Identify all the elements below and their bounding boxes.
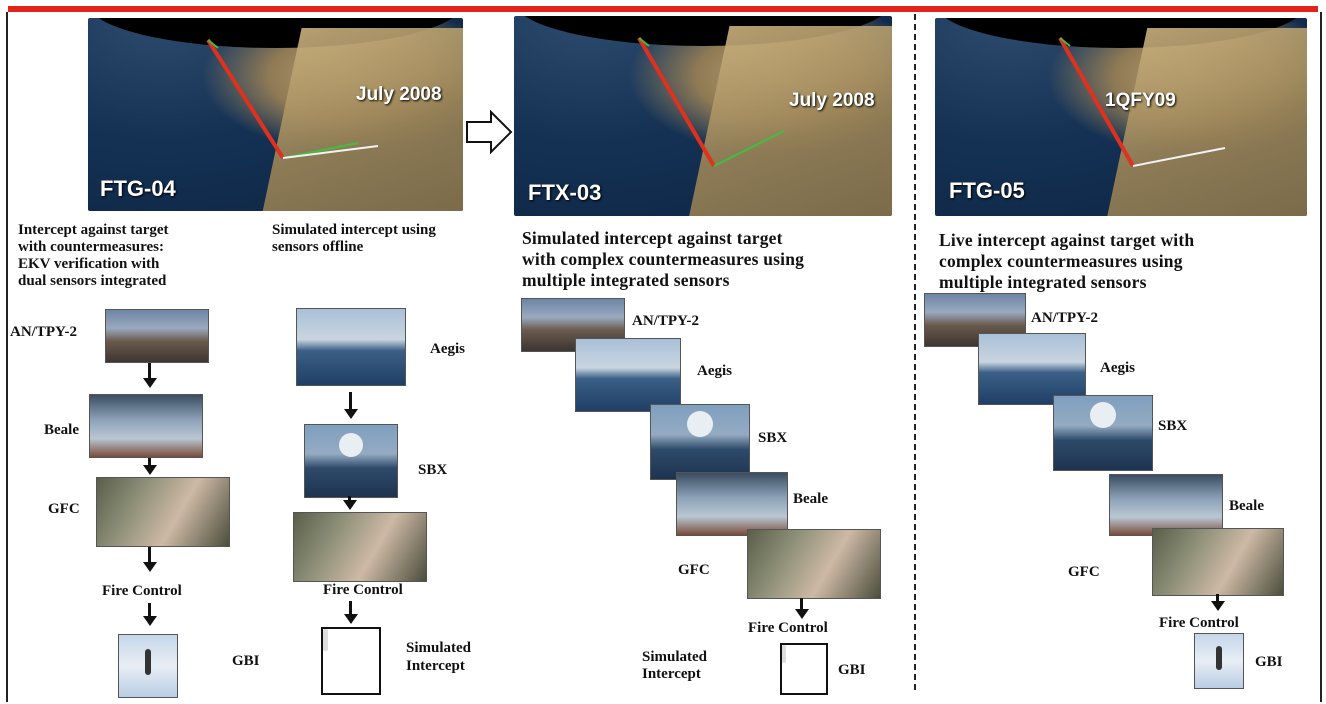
down-arrow-icon <box>143 465 157 475</box>
photo-beale <box>1109 474 1223 536</box>
map-date: July 2008 <box>356 84 442 105</box>
photo-aegis <box>296 308 406 386</box>
photo-sbx <box>650 404 750 480</box>
label-fire-control: Fire Control <box>1159 615 1239 631</box>
photo-sbx <box>1053 395 1153 471</box>
arrow-stem <box>148 458 151 466</box>
description-simulated: Simulated intercept using sensors offlin… <box>272 222 436 255</box>
label-fire-control: Fire Control <box>748 620 828 636</box>
label-an-tpy-2: AN/TPY-2 <box>1031 310 1098 326</box>
right-arrow-icon <box>466 110 513 154</box>
down-arrow-icon <box>143 562 157 572</box>
arrow-stem <box>1216 594 1219 604</box>
down-arrow-icon <box>344 614 358 624</box>
label-sbx: SBX <box>1158 418 1188 434</box>
down-arrow-icon <box>344 409 358 419</box>
description-intercept: Intercept against target with countermea… <box>18 222 169 289</box>
frame-border-left <box>6 12 8 702</box>
description-ftg-05: Live intercept against target with compl… <box>939 230 1195 292</box>
label-gbi: GBI <box>1255 654 1283 670</box>
label-an-tpy-2: AN/TPY-2 <box>632 313 699 329</box>
photo-sbx <box>304 424 398 498</box>
label-gfc: GFC <box>1068 564 1100 580</box>
label-simulated-intercept: Simulated Intercept <box>642 649 708 682</box>
arrow-stem <box>348 496 351 502</box>
label-an-tpy-2: AN/TPY-2 <box>10 324 77 340</box>
down-arrow-icon <box>143 378 157 388</box>
down-arrow-icon <box>343 500 357 510</box>
photo-aegis <box>978 333 1086 405</box>
arrow-stem <box>800 598 803 610</box>
simulated-intercept-box <box>321 627 381 695</box>
map-date: July 2008 <box>789 90 875 111</box>
label-beale: Beale <box>793 491 828 507</box>
simulated-intercept-box <box>780 643 828 695</box>
photo-gbi <box>118 634 178 698</box>
photo-gfc <box>747 529 881 599</box>
down-arrow-icon <box>1211 601 1225 611</box>
label-gbi: GBI <box>838 662 866 678</box>
top-accent-bar <box>8 6 1318 12</box>
photo-an-tpy-2 <box>105 309 209 363</box>
arrow-stem <box>349 392 352 410</box>
photo-fire-control <box>293 512 427 582</box>
arrow-stem <box>148 603 151 617</box>
label-beale: Beale <box>44 422 79 438</box>
photo-aegis <box>575 338 681 412</box>
label-sbx: SBX <box>758 430 788 446</box>
description-ftx-03: Simulated intercept against target with … <box>522 228 805 290</box>
arrow-stem <box>148 547 151 563</box>
map-label: FTG-04 <box>100 176 176 201</box>
map-ftg-04: FTG-04 July 2008 <box>88 18 463 211</box>
down-arrow-icon <box>795 609 809 619</box>
down-arrow-icon <box>143 616 157 626</box>
map-ftx-03: FTX-03 July 2008 <box>514 16 892 216</box>
label-fire-control: Fire Control <box>102 583 182 599</box>
photo-gfc <box>1152 528 1284 596</box>
label-aegis: Aegis <box>430 341 465 357</box>
label-gfc: GFC <box>678 562 710 578</box>
panel-divider <box>914 14 916 690</box>
photo-gbi <box>1194 633 1244 689</box>
map-ftg-05: FTG-05 1QFY09 <box>935 18 1307 216</box>
map-label: FTX-03 <box>528 180 602 205</box>
label-beale: Beale <box>1229 498 1264 514</box>
arrow-stem <box>148 363 151 379</box>
photo-beale <box>89 394 203 458</box>
label-fire-control-b: Fire Control <box>323 582 403 598</box>
photo-gfc <box>96 477 230 547</box>
label-aegis: Aegis <box>697 363 732 379</box>
label-sbx: SBX <box>418 462 448 478</box>
label-gbi: GBI <box>232 653 260 669</box>
map-date: 1QFY09 <box>1105 90 1176 111</box>
photo-beale <box>676 472 788 536</box>
arrow-stem <box>349 601 352 615</box>
label-gfc: GFC <box>48 501 80 517</box>
frame-border-right <box>1320 12 1322 702</box>
label-aegis: Aegis <box>1100 360 1135 376</box>
map-label: FTG-05 <box>949 178 1025 203</box>
